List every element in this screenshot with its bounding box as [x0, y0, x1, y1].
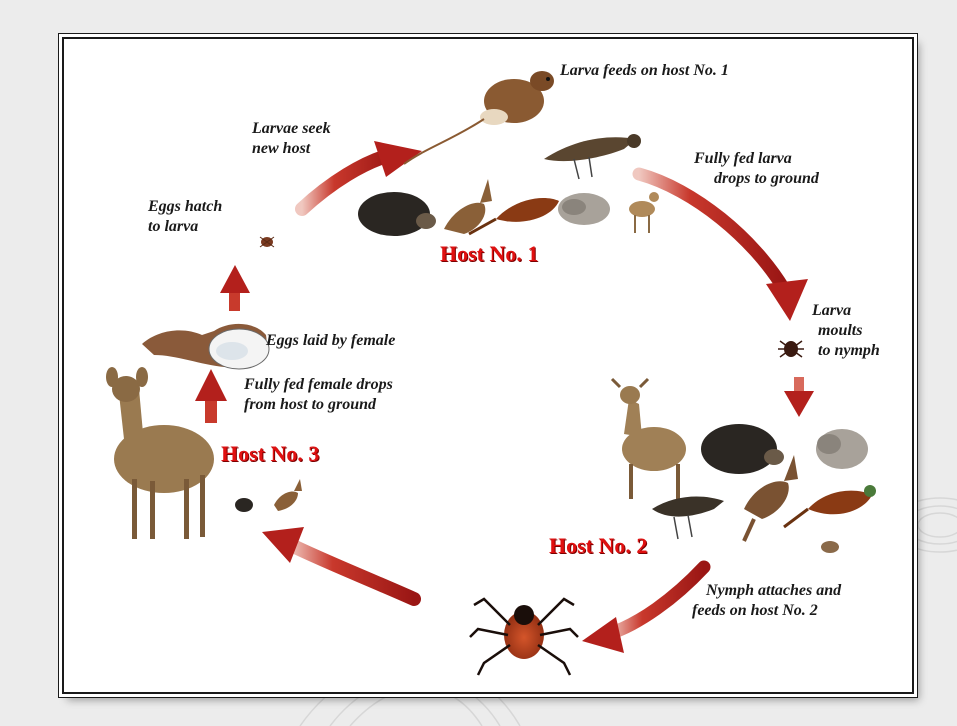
deer-icon	[106, 367, 214, 539]
label-line: Fully fed larva	[694, 149, 819, 169]
label-fully-fed-female: Fully fed female drops from host to grou…	[244, 375, 393, 415]
arrow-moults-down	[784, 377, 814, 417]
label-larva-moults: Larva moults to nymph	[812, 301, 880, 361]
label-line: Eggs hatch	[148, 197, 222, 217]
diagram-frame: Larva feeds on host No. 1 Fully fed larv…	[62, 37, 914, 694]
pheasant-icon	[784, 485, 876, 527]
label-line: to nymph	[812, 341, 880, 361]
larva-icon	[260, 237, 274, 247]
arrow-adult-to-host3	[262, 527, 414, 599]
label-nymph-attaches: Nymph attaches and feeds on host No. 2	[692, 581, 841, 621]
deer-icon	[629, 192, 659, 233]
label-line: new host	[252, 139, 331, 159]
label-eggs-hatch: Eggs hatch to larva	[148, 197, 222, 237]
mouse-icon	[404, 71, 554, 164]
squirrel-icon	[558, 193, 610, 225]
squirrel-icon	[816, 429, 868, 469]
arrow-host1-to-ground	[639, 174, 808, 321]
label-larva-feeds: Larva feeds on host No. 1	[560, 61, 729, 81]
label-line: Nymph attaches and	[692, 581, 841, 601]
host-label-2: Host No. 2	[549, 533, 647, 559]
label-line: moults	[812, 321, 880, 341]
label-line: feeds on host No. 2	[692, 601, 841, 621]
label-fully-fed-larva: Fully fed larva drops to ground	[694, 149, 819, 189]
label-line: drops to ground	[694, 169, 819, 189]
rabbit-icon	[274, 479, 302, 511]
tick-icon	[470, 599, 578, 675]
hedgehog-icon	[235, 498, 253, 512]
arrow-drop-up	[195, 369, 227, 423]
label-line: Larva	[812, 301, 880, 321]
mouse-icon	[821, 541, 839, 553]
hedgehog-icon	[358, 192, 436, 236]
label-line: from host to ground	[244, 395, 393, 415]
bird-icon	[544, 134, 641, 179]
arrow-hatch-up	[220, 265, 250, 311]
label-eggs-laid: Eggs laid by female	[266, 331, 395, 351]
arrow-nymph-to-host2	[582, 567, 704, 653]
larva-icon	[778, 341, 804, 357]
label-line: to larva	[148, 217, 222, 237]
eggs-icon	[142, 324, 269, 369]
host-label-3: Host No. 3	[221, 441, 319, 467]
deer-icon	[612, 379, 686, 499]
label-line: Fully fed female drops	[244, 375, 393, 395]
bird-icon	[652, 496, 724, 539]
host-label-1: Host No. 1	[440, 241, 538, 267]
label-line: Larvae seek	[252, 119, 331, 139]
label-larvae-seek: Larvae seek new host	[252, 119, 331, 159]
hedgehog-icon	[701, 424, 784, 474]
